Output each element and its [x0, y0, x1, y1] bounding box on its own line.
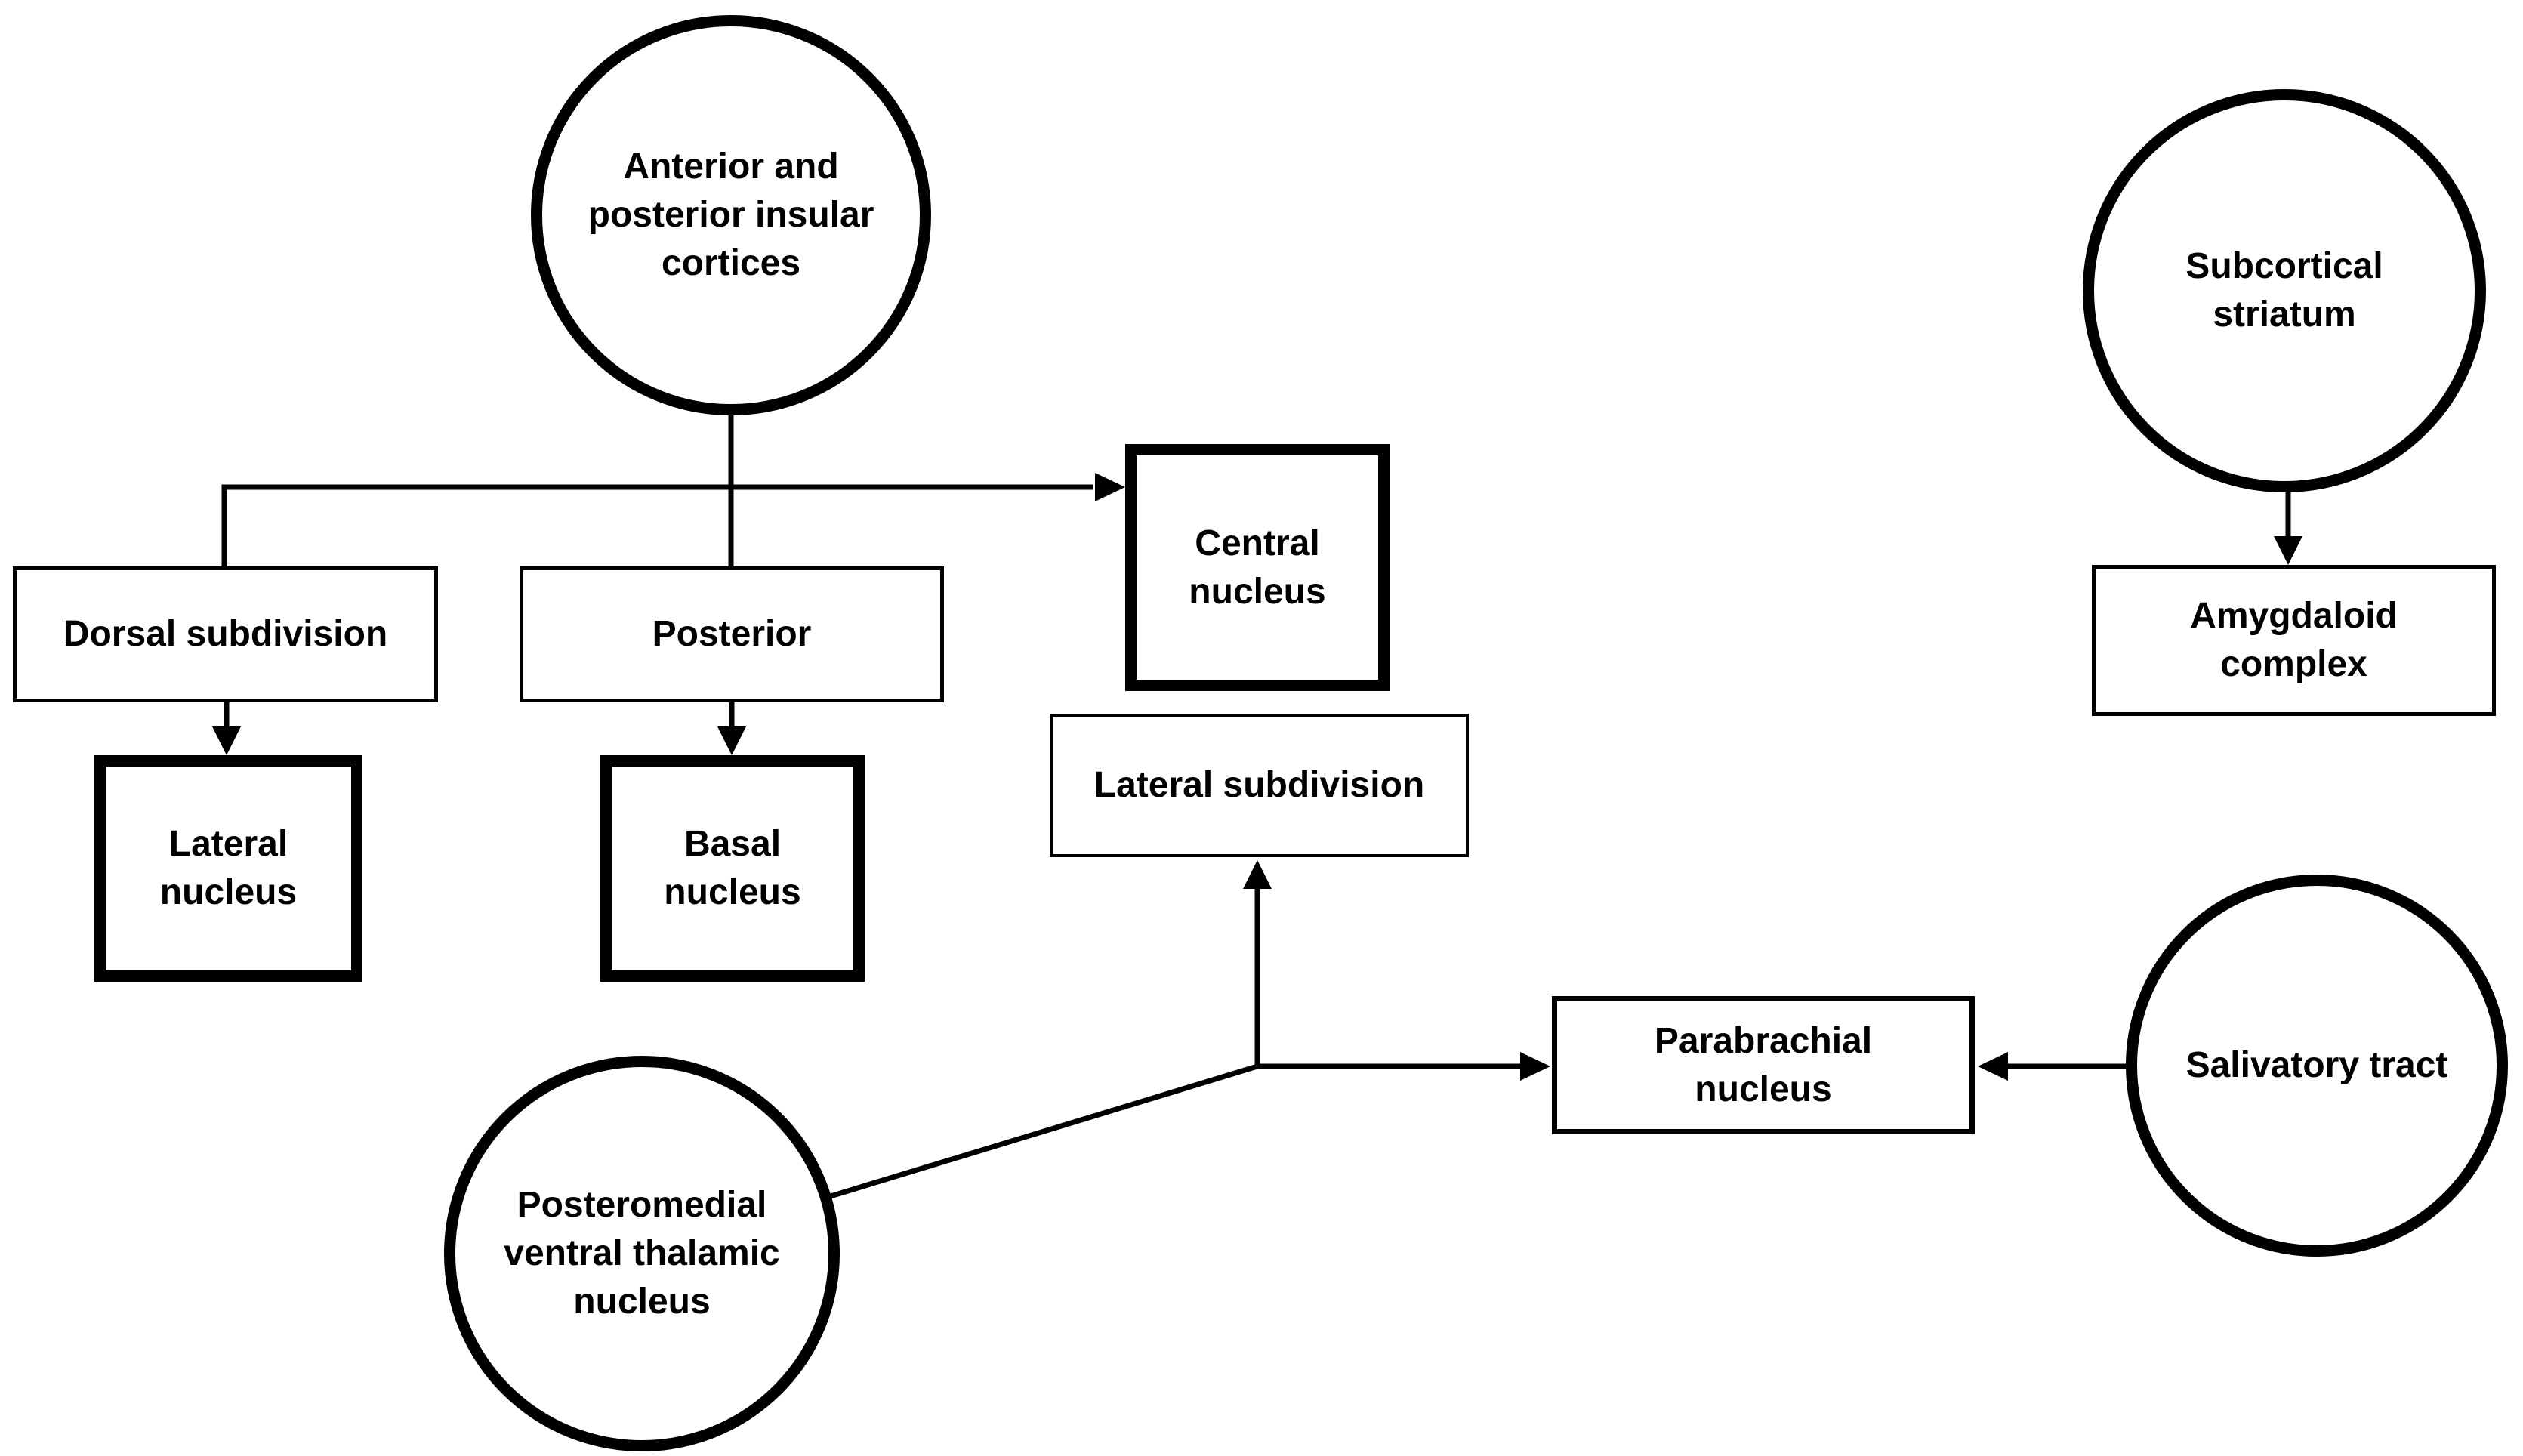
arrowhead-into-amygdaloid	[2274, 536, 2302, 565]
node-salivatory-tract: Salivatory tract	[2126, 875, 2508, 1257]
node-amygdaloid-complex: Amygdaloid complex	[2092, 565, 2496, 716]
node-basal-nucleus: Basal nucleus	[600, 755, 865, 982]
node-lateral-subdivision: Lateral subdivision	[1050, 714, 1469, 857]
node-posterior-label: Posterior	[652, 614, 812, 654]
node-central-nucleus: Central nucleus	[1125, 444, 1390, 691]
node-subcortical-striatum-label: Subcortical striatum	[2185, 246, 2383, 335]
node-central-nucleus-label: Central nucleus	[1189, 523, 1326, 612]
node-posteromedial-ventral-thalamic-nucleus: Posteromedial ventral thalamic nucleus	[444, 1056, 840, 1451]
node-subcortical-striatum: Subcortical striatum	[2083, 89, 2486, 492]
arrowhead-into-parabrachial-left	[1520, 1052, 1550, 1081]
node-dorsal-subdivision-label: Dorsal subdivision	[63, 614, 388, 654]
node-salivatory-tract-label: Salivatory tract	[2185, 1045, 2448, 1085]
node-anterior-posterior-insular-cortices-label: Anterior and posterior insular cortices	[588, 147, 874, 283]
arrowhead-into-lateral-nucleus	[212, 726, 241, 755]
arrowhead-into-central-nucleus	[1095, 473, 1125, 501]
node-posteromedial-ventral-thalamic-nucleus-label: Posteromedial ventral thalamic nucleus	[504, 1185, 780, 1322]
node-basal-nucleus-label: Basal nucleus	[664, 824, 801, 912]
node-anterior-posterior-insular-cortices: Anterior and posterior insular cortices	[531, 15, 931, 415]
node-lateral-nucleus-label: Lateral nucleus	[159, 824, 298, 912]
node-dorsal-subdivision: Dorsal subdivision	[13, 566, 438, 702]
edge-insular-branch-line	[221, 484, 1093, 568]
node-parabrachial-nucleus-label: Parabrachial nucleus	[1654, 1020, 1873, 1109]
node-amygdaloid-complex-label: Amygdaloid complex	[2190, 596, 2398, 684]
arrowhead-into-basal-nucleus	[717, 726, 746, 755]
arrowhead-into-parabrachial-right	[1978, 1052, 2008, 1081]
arrowhead-into-lateral-subdivision	[1243, 860, 1272, 889]
node-lateral-subdivision-label: Lateral subdivision	[1093, 765, 1425, 805]
node-posterior: Posterior	[520, 566, 944, 702]
node-lateral-nucleus: Lateral nucleus	[94, 755, 362, 982]
node-parabrachial-nucleus: Parabrachial nucleus	[1552, 996, 1975, 1134]
